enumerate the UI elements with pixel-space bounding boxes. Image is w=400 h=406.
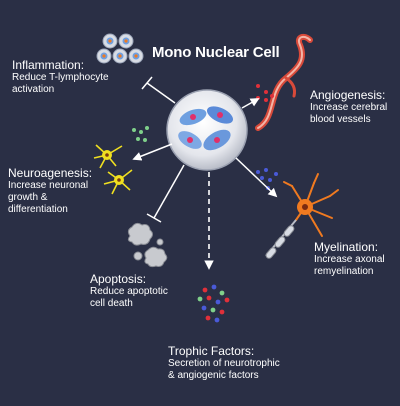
neuron-cells-icon — [93, 144, 133, 195]
arrow-to-myelination — [235, 157, 278, 198]
trophic-factors-title: Trophic Factors: — [168, 344, 255, 358]
apoptosis-line-2: cell death — [90, 298, 133, 309]
apoptosis-title: Apoptosis: — [90, 272, 147, 286]
diagram-title: Mono Nuclear Cell — [152, 44, 280, 61]
inflammation-line-1: Reduce T-lymphocyte — [12, 72, 109, 83]
inflammation-title: Inflammation: — [12, 58, 85, 72]
neuroagenesis-label: Neuroagenesis: Increase neuronal growth … — [8, 166, 92, 216]
t-lymphocyte-cells-icon — [96, 33, 144, 64]
inhibition-line-inflammation — [141, 76, 176, 104]
mononuclear-cell-icon — [178, 131, 202, 149]
angiogenesis-line-2: blood vessels — [310, 114, 371, 125]
angiogenesis-label: Angiogenesis: Increase cerebral blood ve… — [310, 88, 387, 126]
neuroagenesis-title: Neuroagenesis: — [8, 166, 93, 180]
oligodendrocyte-icon — [283, 173, 339, 237]
trophic-factors-line-2: & angiogenic factors — [168, 370, 259, 381]
mononuclear-cell-icon — [179, 108, 207, 126]
arrow-to-angiogenesis — [241, 98, 260, 109]
myelination-label: Myelination: Increase axonal remyelinati… — [314, 240, 385, 278]
neurotrophic-dots — [132, 126, 149, 142]
angiogenesis-line-1: Increase cerebral — [310, 102, 388, 113]
myelination-line-2: remyelination — [314, 266, 374, 277]
angiogenic-factor-dots — [256, 84, 274, 102]
myelination-title: Myelination: — [314, 240, 379, 254]
trophic-factor-dots — [197, 284, 230, 323]
neuroagenesis-line-2: growth & — [8, 192, 48, 203]
apoptosis-line-1: Reduce apoptotic — [90, 286, 168, 297]
myelination-line-1: Increase axonal — [314, 254, 385, 265]
inflammation-line-2: activation — [12, 84, 55, 95]
inhibition-line-apoptosis — [146, 164, 185, 223]
mononuclear-cell-icon — [203, 129, 231, 151]
apoptotic-cells-icon — [127, 222, 168, 268]
blood-vessel-icon — [255, 33, 313, 131]
neuroagenesis-line-3: differentiation — [8, 204, 68, 215]
trophic-factors-label: Trophic Factors: Secretion of neurotroph… — [168, 344, 280, 382]
inflammation-label: Inflammation: Reduce T-lymphocyte activa… — [12, 58, 109, 96]
mononuclear-cell-cluster — [166, 89, 248, 171]
apoptosis-label: Apoptosis: Reduce apoptotic cell death — [90, 272, 168, 310]
angiogenesis-title: Angiogenesis: — [310, 88, 386, 102]
myelinated-axon-icon — [265, 219, 297, 259]
trophic-factors-line-1: Secretion of neurotrophic — [168, 358, 280, 369]
mononuclear-cell-icon — [206, 106, 234, 124]
arrow-to-neuroagenesis — [132, 143, 173, 161]
neuroagenesis-line-1: Increase neuronal — [8, 180, 89, 191]
